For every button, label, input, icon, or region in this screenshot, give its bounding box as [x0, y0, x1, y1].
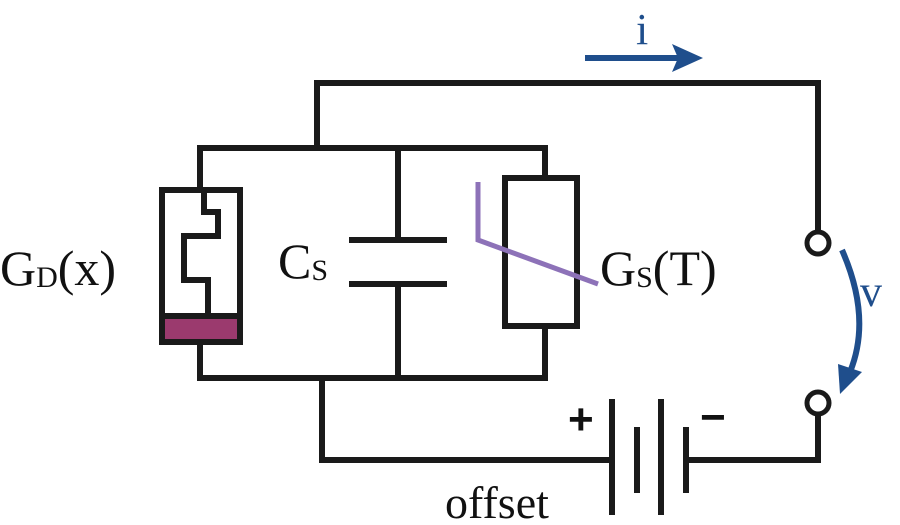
current-label: i	[636, 5, 648, 54]
thermistor-gs	[475, 145, 599, 381]
battery-plus-label: +	[568, 395, 594, 444]
gs-slash	[475, 182, 599, 287]
wires	[197, 80, 821, 463]
capacitor-cs	[349, 145, 447, 381]
voltage-arrow	[838, 248, 863, 394]
offset-label: offset	[445, 477, 549, 525]
top-wire	[314, 80, 821, 235]
cs-label: CS	[278, 233, 328, 289]
voltage-arc	[839, 248, 863, 374]
battery-offset	[609, 399, 689, 515]
battery-minus-label: −	[700, 393, 726, 442]
gd-zigzag	[181, 190, 221, 316]
gd-label: GD(x)	[0, 240, 116, 296]
terminals	[804, 229, 832, 417]
memristor-gd	[159, 145, 243, 381]
gd-polarity-band	[159, 313, 243, 345]
current-arrowhead	[672, 44, 703, 72]
bottom-right-wire	[683, 412, 821, 463]
terminal-top	[804, 229, 832, 257]
voltage-arrowhead	[838, 364, 862, 394]
current-arrow	[585, 44, 703, 72]
gs-label: GS(T)	[600, 240, 717, 296]
terminal-bottom	[804, 389, 832, 417]
bottom-left-wire	[319, 375, 615, 463]
voltage-label: v	[860, 267, 882, 316]
